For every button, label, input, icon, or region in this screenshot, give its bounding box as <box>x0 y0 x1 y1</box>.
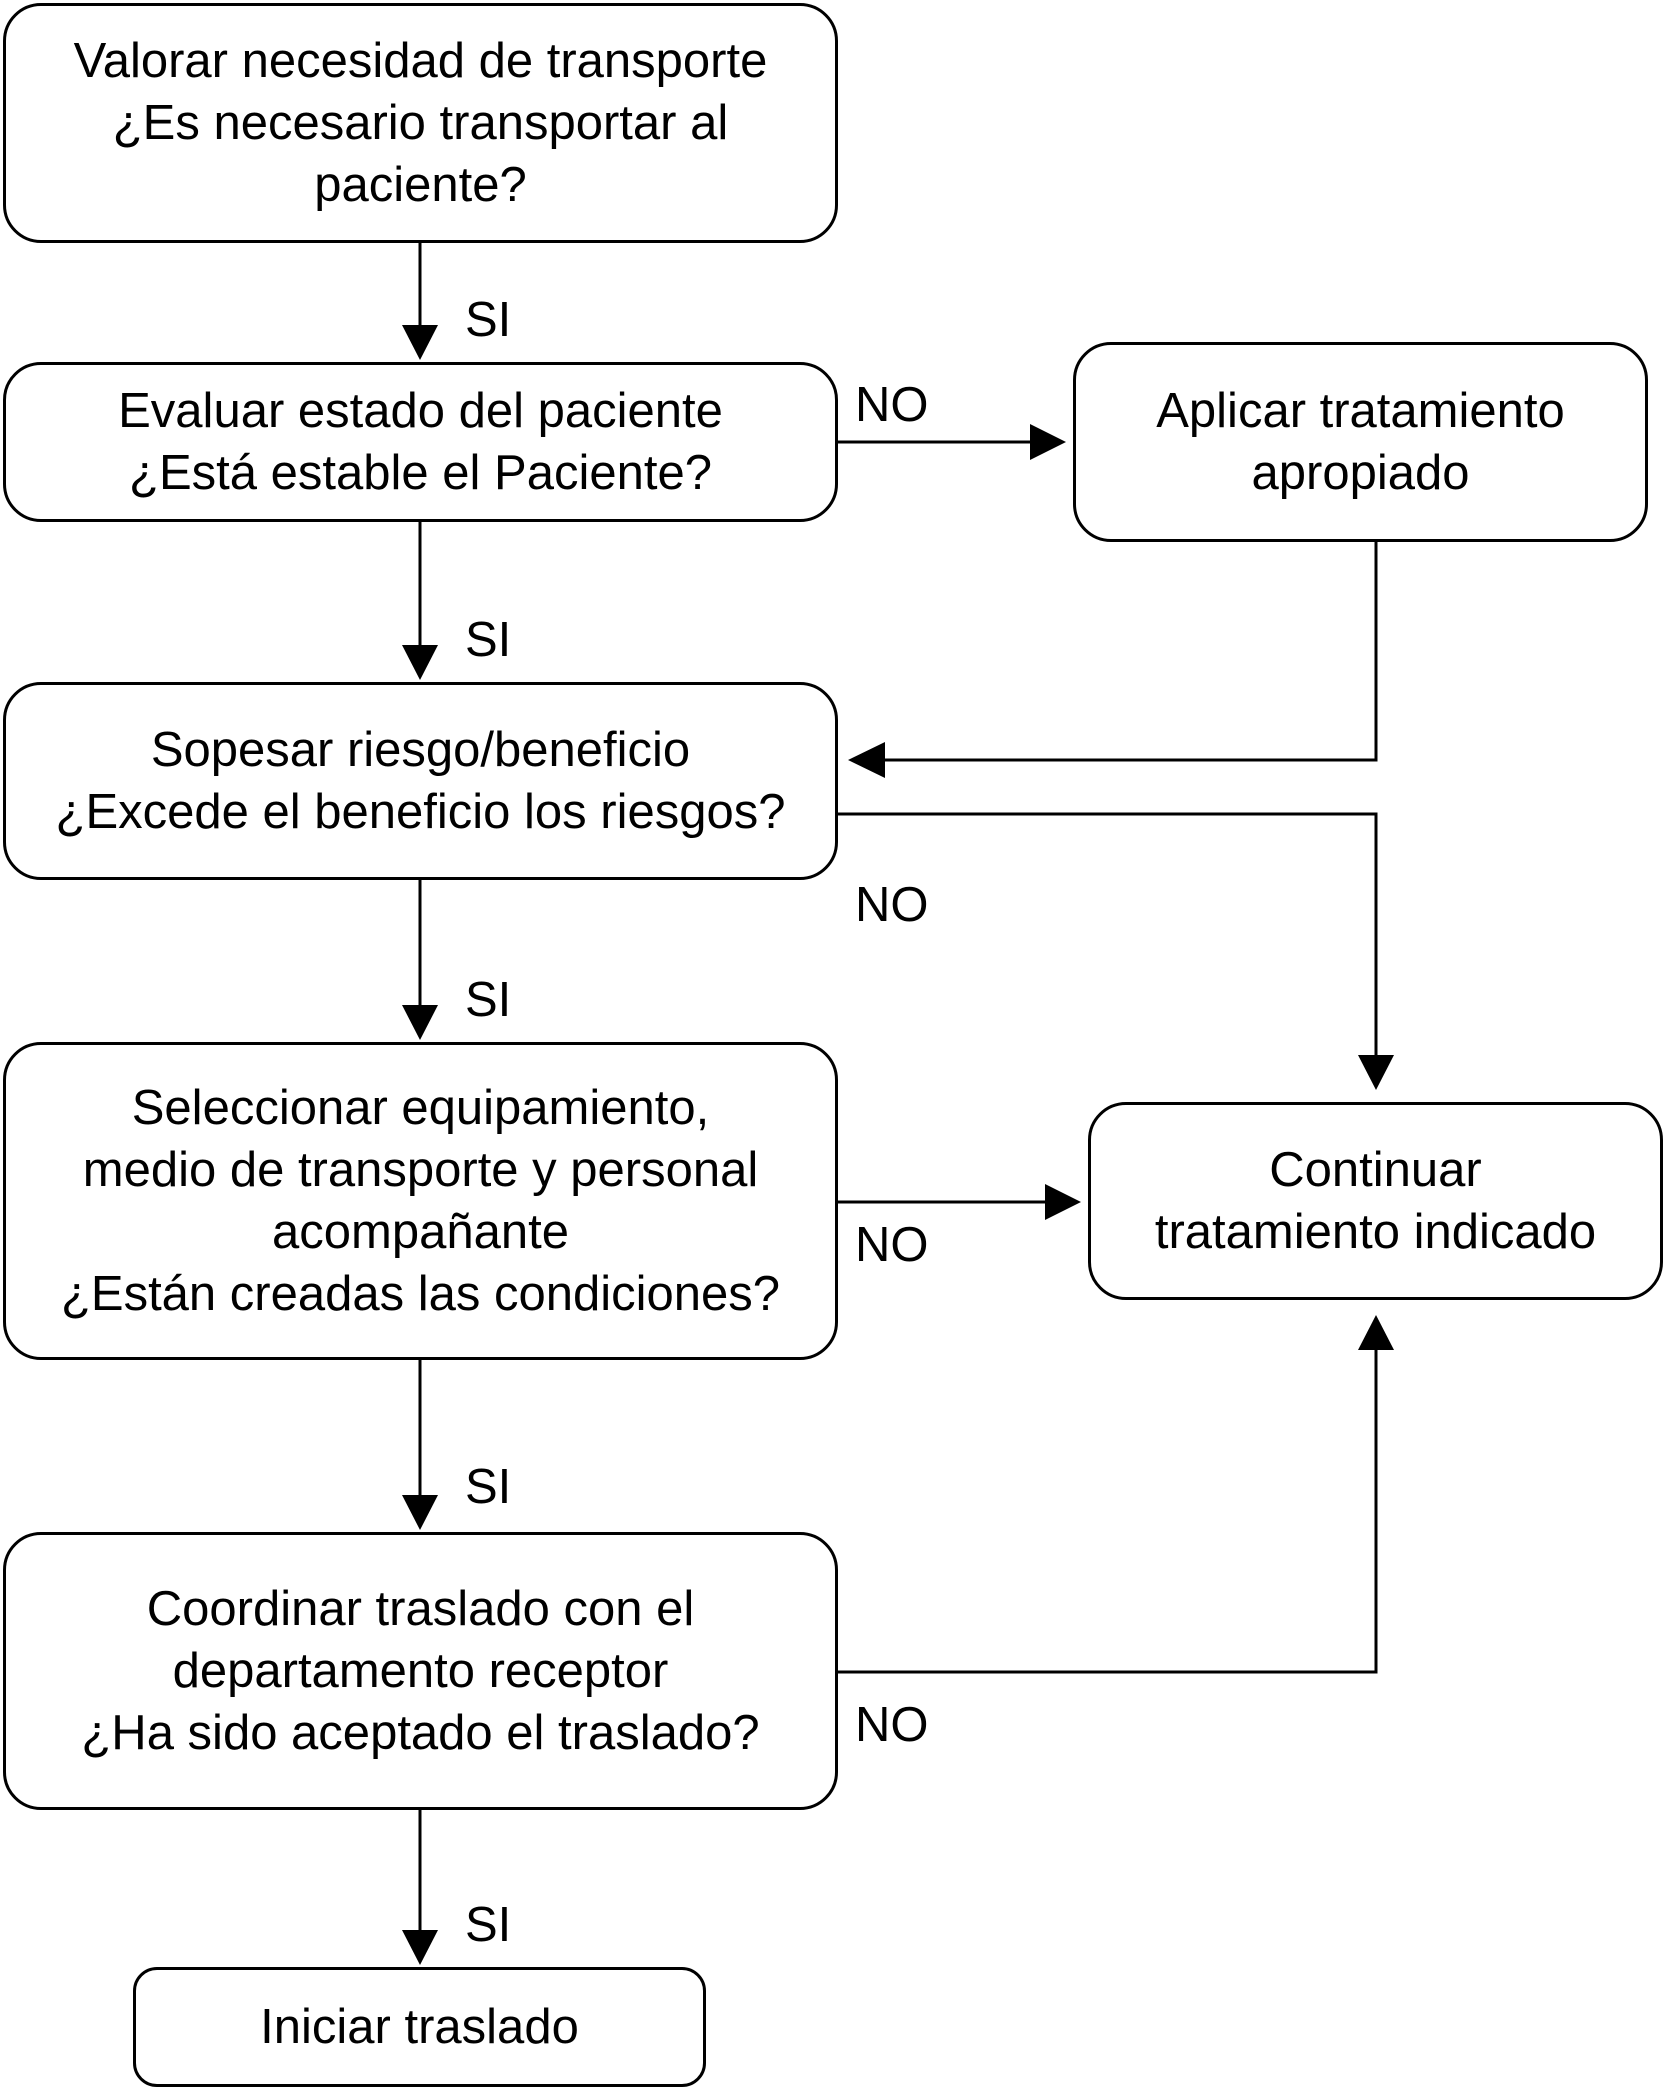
arrowhead-evaluar-top <box>402 325 438 360</box>
node-valorar-necesidad: Valorar necesidad de transporte ¿Es nece… <box>3 3 838 243</box>
node-text-line: Continuar <box>1269 1143 1482 1197</box>
node-aplicar-tratamiento: Aplicar tratamiento apropiado <box>1073 342 1648 542</box>
arrowhead-iniciar-top <box>402 1930 438 1965</box>
edge-label-seleccionar-coordinar: SI <box>465 1460 512 1514</box>
node-text-line: apropiado <box>1251 446 1470 500</box>
arrowhead-continuar-top <box>1358 1055 1394 1090</box>
node-text-line: Sopesar riesgo/beneficio <box>150 723 691 777</box>
node-text-line: acompañante <box>272 1205 569 1259</box>
node-text-line: paciente? <box>314 158 527 212</box>
node-text-line: ¿Ha sido aceptado el traslado? <box>81 1706 760 1760</box>
connector-aplicar-sopesar <box>880 542 1378 762</box>
node-text-line: departamento receptor <box>172 1644 669 1698</box>
node-text-line: ¿Están creadas las condiciones? <box>60 1267 781 1321</box>
arrowhead-seleccionar-top <box>402 1005 438 1040</box>
edge-label-seleccionar-continuar: NO <box>855 1218 929 1272</box>
node-text-line: ¿Está estable el Paciente? <box>129 446 712 500</box>
arrowhead-coordinar-top <box>402 1495 438 1530</box>
arrowhead-aplicar-left <box>1030 424 1066 460</box>
connector-coordinar-continuar <box>838 1350 1378 1674</box>
arrowhead-sopesar-right <box>848 742 885 778</box>
node-text-line: tratamiento indicado <box>1154 1205 1597 1259</box>
node-continuar-tratamiento: Continuar tratamiento indicado <box>1088 1102 1663 1300</box>
edge-label-sopesar-seleccionar: SI <box>465 973 512 1027</box>
node-text-line: Coordinar traslado con el <box>146 1582 695 1636</box>
node-text-line: Evaluar estado del paciente <box>118 384 723 438</box>
node-sopesar-riesgo: Sopesar riesgo/beneficio ¿Excede el bene… <box>3 682 838 880</box>
edge-label-evaluar-aplicar: NO <box>855 378 929 432</box>
node-text-line: Iniciar traslado <box>260 2000 579 2054</box>
arrowhead-sopesar-top <box>402 645 438 680</box>
edge-label-coordinar-iniciar: SI <box>465 1898 512 1952</box>
node-text-line: medio de transporte y personal <box>82 1143 759 1197</box>
node-text-line: Seleccionar equipamiento, <box>131 1081 710 1135</box>
node-text-line: ¿Excede el beneficio los riesgos? <box>55 785 786 839</box>
node-text-line: Aplicar tratamiento <box>1156 384 1565 438</box>
arrowhead-continuar-bottom <box>1358 1315 1394 1350</box>
arrowhead-continuar-left <box>1045 1184 1081 1220</box>
node-evaluar-estado: Evaluar estado del paciente ¿Está establ… <box>3 362 838 522</box>
node-seleccionar-equipamiento: Seleccionar equipamiento, medio de trans… <box>3 1042 838 1360</box>
node-text-line: ¿Es necesario transportar al <box>112 96 729 150</box>
edge-label-valorar-evaluar: SI <box>465 293 512 347</box>
node-iniciar-traslado: Iniciar traslado <box>133 1967 706 2087</box>
connector-sopesar-continuar <box>838 812 1378 1060</box>
edge-label-evaluar-sopesar: SI <box>465 613 512 667</box>
node-text-line: Valorar necesidad de transporte <box>73 34 768 88</box>
edge-label-coordinar-continuar: NO <box>855 1698 929 1752</box>
node-coordinar-traslado: Coordinar traslado con el departamento r… <box>3 1532 838 1810</box>
edge-label-sopesar-continuar: NO <box>855 878 929 932</box>
